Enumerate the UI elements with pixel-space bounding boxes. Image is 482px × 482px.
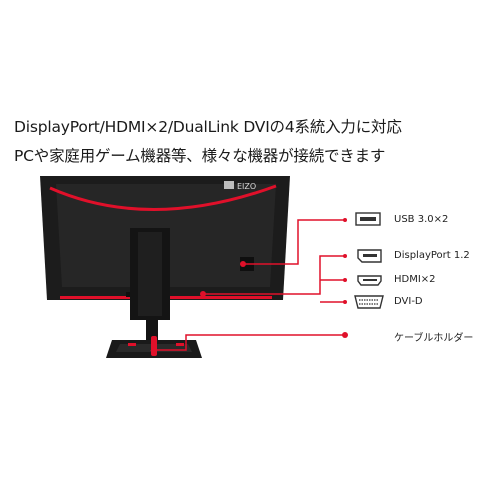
usb-port-icon — [355, 212, 381, 226]
dvi-label: DVI-D — [394, 296, 423, 307]
connector-dots — [151, 218, 348, 351]
monitor-stand — [106, 228, 202, 358]
cable-holder-label: ケーブルホルダー — [394, 333, 474, 344]
hdmi-label: HDMI×2 — [394, 274, 436, 285]
eizo-logo-mark — [224, 181, 234, 189]
headline-line-1: DisplayPort/HDMI×2/DualLink DVIの4系統入力に対応 — [14, 118, 402, 136]
eizo-logo-text: EIZO — [237, 182, 256, 191]
usb-label: USB 3.0×2 — [394, 214, 449, 225]
red-accent-line — [49, 184, 277, 211]
headline-line-2: PCや家庭用ゲーム機器等、様々な機器が接続できます — [14, 147, 386, 165]
displayport-label: DisplayPort 1.2 — [394, 250, 470, 261]
dvi-port-icon — [354, 295, 384, 309]
hdmi-port-icon — [357, 275, 382, 286]
displayport-icon — [357, 249, 382, 263]
